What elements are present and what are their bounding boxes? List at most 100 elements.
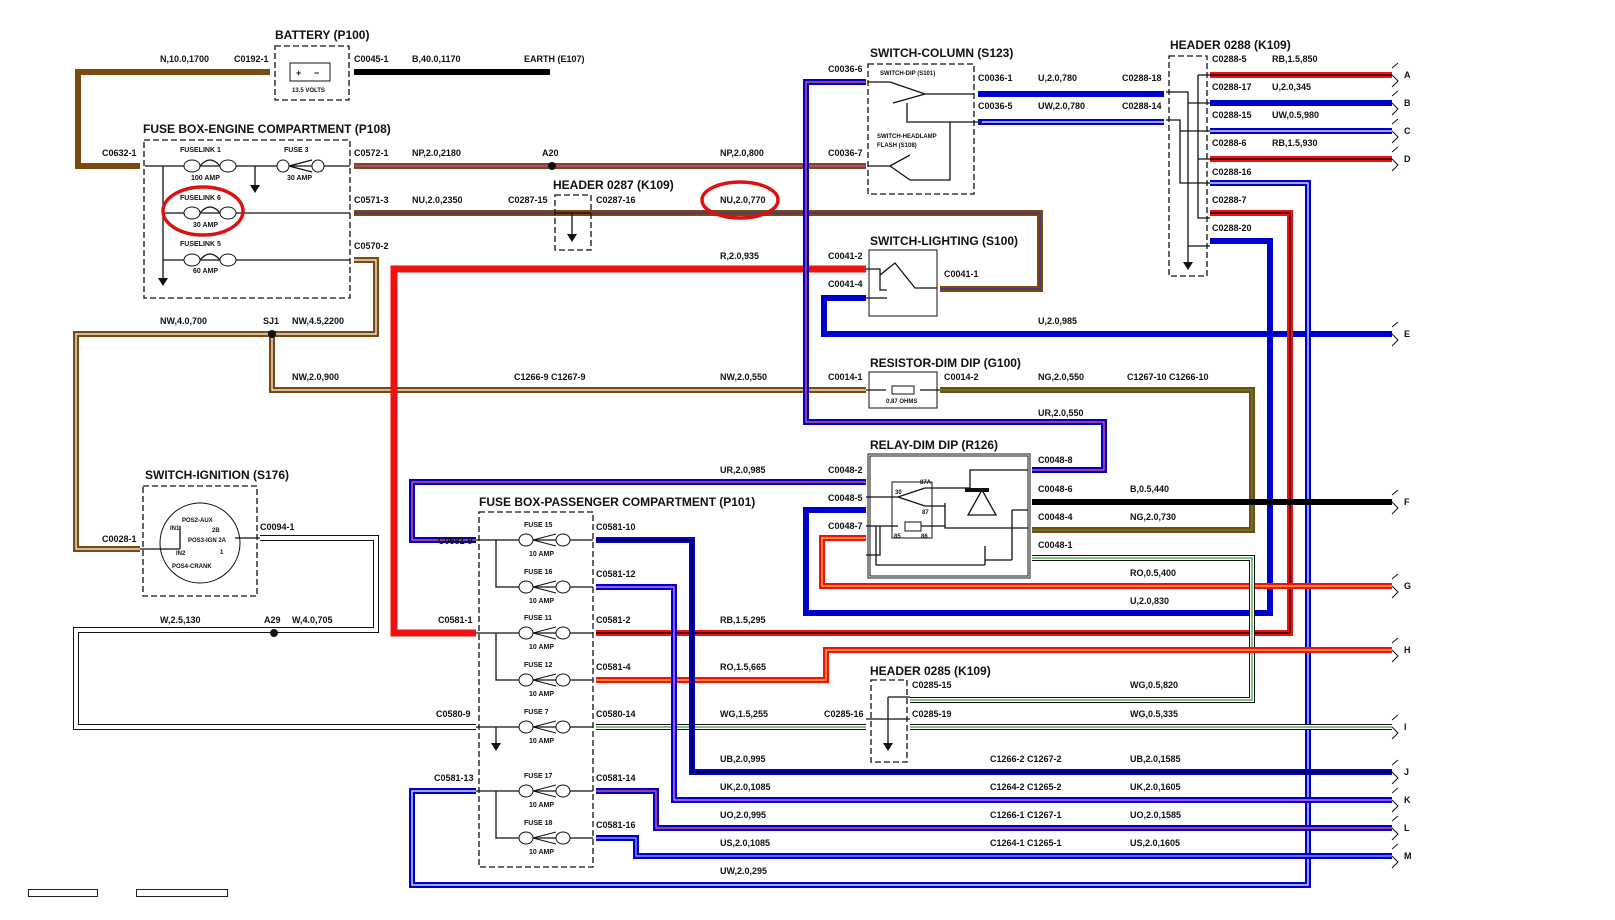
wire-label: UK,2.0,1085	[720, 782, 771, 792]
connector-label: C0581-2	[596, 615, 631, 625]
battery-title: BATTERY (P100)	[275, 28, 369, 42]
fusebox-pass-title: FUSE BOX-PASSENGER COMPARTMENT (P101)	[479, 495, 755, 509]
wire-label: NW,4.0,700	[160, 316, 207, 326]
wire-label: WG,0.5,335	[1130, 709, 1178, 719]
wire-label: NW,2.0,550	[720, 372, 767, 382]
connector-label: C0014-2	[944, 372, 979, 382]
connector-label: C0036-7	[828, 148, 863, 158]
fuse-rating: 10 AMP	[529, 551, 554, 558]
output-F[interactable]: F	[1404, 497, 1410, 507]
resistor-dim-dip-component: RESISTOR-DIM DIP (G100) 0.87 OHMS	[866, 356, 1021, 409]
fuse-rating: 10 AMP	[529, 802, 554, 809]
switch-ignition-title: SWITCH-IGNITION (S176)	[145, 468, 289, 482]
connector-label: C0048-6	[1038, 484, 1073, 494]
wire-ur-550	[803, 79, 1107, 473]
wire-label: NG,2.0,550	[1038, 372, 1084, 382]
svg-text:60 AMP: 60 AMP	[193, 268, 218, 275]
connector-label: A20	[542, 148, 559, 158]
wire-nw-900	[269, 334, 866, 393]
wire-label: UR,2.0,985	[720, 465, 766, 475]
wire-label: NP,2.0,2180	[412, 148, 461, 158]
wire-label: US,2.0,1605	[1130, 838, 1180, 848]
output-A[interactable]: A	[1404, 70, 1411, 80]
svg-text:IN2: IN2	[176, 551, 186, 557]
output-B[interactable]: B	[1404, 98, 1411, 108]
wire-c0288-20	[803, 238, 1273, 616]
fuse-name: FUSE 7	[524, 709, 549, 716]
wire-label: UB,2.0,995	[720, 754, 766, 764]
wire-end-arrow-icon	[1391, 637, 1399, 663]
svg-text:30 AMP: 30 AMP	[287, 175, 312, 182]
wire-label: UK,2.0,1605	[1130, 782, 1181, 792]
wire-label: NU,2.0,2350	[412, 195, 463, 205]
ground-icon	[883, 743, 893, 751]
output-I[interactable]: I	[1404, 722, 1407, 732]
wire-label: W,2.5,130	[160, 615, 201, 625]
wire-ro-665	[596, 647, 1392, 683]
wire-c0048-1	[910, 555, 1255, 703]
fuse-fuse-12: FUSE 12 10 AMP	[518, 662, 571, 698]
fuse-3: FUSE 330 AMP	[276, 147, 325, 182]
switch-column-component: SWITCH-COLUMN (S123) SWITCH-DIP (S101) S…	[867, 46, 1013, 195]
fuse-name: FUSE 12	[524, 662, 553, 669]
connector-label: C0581-9	[438, 536, 473, 546]
output-M[interactable]: M	[1404, 851, 1412, 861]
output-K[interactable]: K	[1404, 795, 1411, 805]
wire-uo-1585	[596, 788, 1392, 831]
wire-label: N,10.0,1700	[160, 54, 209, 64]
output-D[interactable]: D	[1404, 154, 1411, 164]
connector-label: C0041-1	[944, 269, 979, 279]
fuse-rating: 10 AMP	[529, 598, 554, 605]
fusebox-passenger-component: FUSE BOX-PASSENGER COMPARTMENT (P101) FU…	[476, 495, 755, 868]
connector-label: C0581-1	[438, 615, 473, 625]
fuse-rating: 10 AMP	[529, 691, 554, 698]
relay-title: RELAY-DIM DIP (R126)	[870, 438, 998, 452]
wire-end-arrow-icon	[1391, 759, 1399, 785]
wire-label: NW,2.0,900	[292, 372, 339, 382]
wire-label: NW,4.5,2200	[292, 316, 344, 326]
connector-label: C0048-7	[828, 521, 863, 531]
wire-end-arrow-icon	[1391, 489, 1399, 515]
output-L[interactable]: L	[1404, 823, 1410, 833]
svg-text:86: 86	[921, 534, 928, 540]
fuse-fuse-7: FUSE 710 AMP	[518, 709, 571, 745]
wire-ub-1585	[596, 537, 1392, 775]
connector-label: C1266-2 C1267-2	[990, 754, 1062, 764]
toolbar-field-1[interactable]	[28, 889, 98, 897]
output-G[interactable]: G	[1404, 581, 1411, 591]
wires-layer	[73, 69, 1392, 888]
connector-label: C0041-2	[828, 251, 863, 261]
connector-label: C0571-3	[354, 195, 389, 205]
output-E[interactable]: E	[1404, 329, 1410, 339]
resistor-title: RESISTOR-DIM DIP (G100)	[870, 356, 1021, 370]
toolbar-field-2[interactable]	[136, 889, 228, 897]
connector-label: C0192-1	[234, 54, 269, 64]
connector-label: C0287-15	[508, 195, 548, 205]
svg-text:1: 1	[220, 550, 224, 556]
output-H[interactable]: H	[1404, 645, 1411, 655]
connector-label: C0045-1	[354, 54, 389, 64]
output-C[interactable]: C	[1404, 126, 1411, 136]
header-0285-component: HEADER 0285 (K109)	[866, 664, 991, 763]
svg-text:SWITCH-HEADLAMP: SWITCH-HEADLAMP	[877, 134, 937, 140]
header-0287-title: HEADER 0287 (K109)	[553, 178, 674, 192]
wire-label: NG,2.0,730	[1130, 512, 1176, 522]
fusebox-engine-component: FUSE BOX-ENGINE COMPARTMENT (P108) FUSEL…	[143, 122, 391, 299]
switch-column-title: SWITCH-COLUMN (S123)	[870, 46, 1013, 60]
battery-component: BATTERY (P100) +− 13.5 VOLTS	[274, 28, 369, 101]
connector-label: C0288-15	[1212, 110, 1252, 120]
connector-label: C0288-7	[1212, 195, 1247, 205]
wire-end-arrow-icon	[1391, 843, 1399, 869]
connector-label: C0288-6	[1212, 138, 1247, 148]
components-layer: BATTERY (P100) +− 13.5 VOLTS FUSE BOX-EN…	[140, 28, 1291, 868]
wire-ng-550	[940, 387, 1255, 533]
switch-lighting-title: SWITCH-LIGHTING (S100)	[870, 234, 1018, 248]
wire-r-935	[390, 265, 866, 637]
wire-label: WG,0.5,820	[1130, 680, 1178, 690]
output-J[interactable]: J	[1404, 767, 1409, 777]
wire-label: RO,1.5,665	[720, 662, 766, 672]
header-0288-component: HEADER 0288 (K109)	[1166, 38, 1291, 277]
splice-dot-icon	[268, 330, 276, 338]
connector-label: C1267-10 C1266-10	[1127, 372, 1209, 382]
